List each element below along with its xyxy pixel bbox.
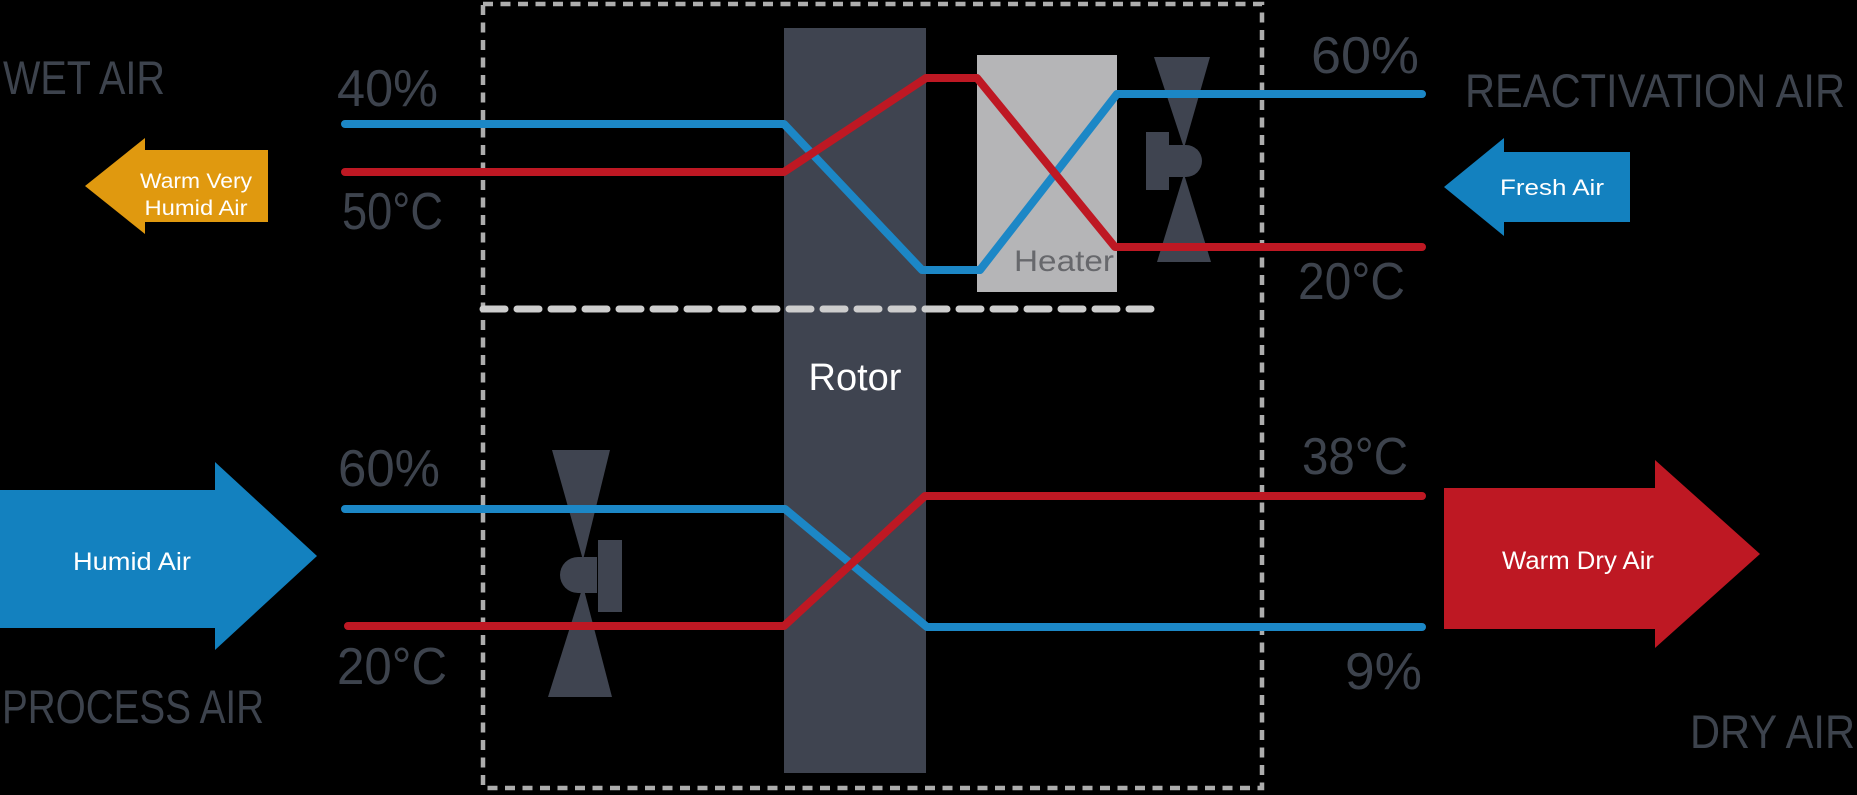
wet-exhaust-temperature-value: 50°C <box>342 183 443 241</box>
fan-blade-bottom <box>548 586 612 697</box>
fan-hub <box>560 557 597 593</box>
warm-dry-air-out-arrow: Warm Dry Air <box>1444 460 1760 648</box>
fan-mount-bar <box>1146 132 1169 190</box>
process-temperature-line <box>344 492 1426 630</box>
wet-exhaust-humidity-value: 40% <box>337 60 438 118</box>
fan-blade-top <box>1154 57 1210 148</box>
reactivation-fan-icon <box>1146 57 1211 262</box>
wet-air-out-arrow: Warm Very Humid Air <box>85 138 268 234</box>
process-fan-icon <box>548 450 622 697</box>
wet-arrow-label-line2: Humid Air <box>145 197 248 220</box>
process-inlet-humidity-value: 60% <box>338 440 440 498</box>
reactivation-inlet-humidity-value: 60% <box>1311 27 1419 85</box>
rotor-label: Rotor <box>809 357 902 399</box>
orange-left-arrow <box>85 138 268 234</box>
heater-box <box>977 55 1117 292</box>
wet-air-title: WET AIR <box>3 51 165 104</box>
rotor-bar <box>784 28 926 773</box>
reactivation-humidity-line <box>341 90 1426 274</box>
heater-component: Heater <box>977 55 1117 292</box>
process-humidity-line <box>341 505 1426 631</box>
fresh-air-in-arrow: Fresh Air <box>1444 138 1630 236</box>
fan-blade-bottom <box>1157 174 1211 262</box>
dry-air-title: DRY AIR <box>1690 705 1855 758</box>
humid-air-in-arrow: Humid Air <box>0 462 317 650</box>
rotor-component <box>784 28 926 773</box>
humid-air-arrow-label: Humid Air <box>73 548 191 576</box>
reactivation-temperature-line <box>341 74 1426 251</box>
reactivation-inlet-temperature-value: 20°C <box>1298 253 1405 311</box>
process-inlet-temperature-value: 20°C <box>337 638 447 696</box>
process-air-title: PROCESS AIR <box>2 680 264 733</box>
reactivation-air-title: REACTIVATION AIR <box>1465 64 1845 117</box>
dry-outlet-humidity-value: 9% <box>1345 643 1422 701</box>
fan-hub <box>1167 145 1202 177</box>
red-right-arrow <box>1444 460 1760 648</box>
dry-outlet-temperature-value: 38°C <box>1302 428 1408 486</box>
blue-left-arrow <box>1444 138 1630 236</box>
fresh-air-arrow-label: Fresh Air <box>1500 175 1604 200</box>
warm-dry-air-arrow-label: Warm Dry Air <box>1502 547 1654 575</box>
heater-label: Heater <box>1014 245 1114 278</box>
casing-dashed-outline <box>480 1 1265 791</box>
wet-arrow-label-line1: Warm Very <box>140 170 253 193</box>
blue-right-arrow <box>0 462 317 650</box>
fan-mount-bar <box>598 540 622 612</box>
